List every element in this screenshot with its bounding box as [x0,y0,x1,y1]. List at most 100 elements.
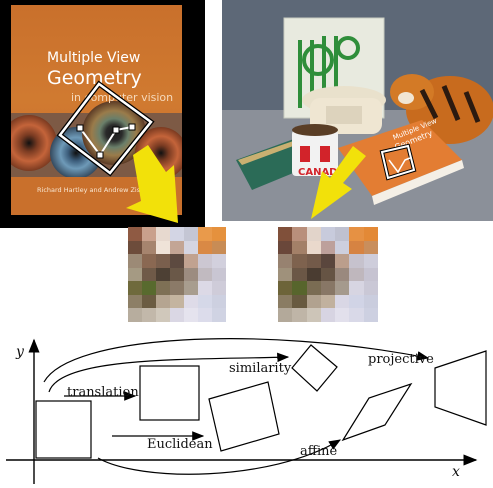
patch-pixel [363,240,378,255]
patch-pixel [306,281,321,295]
patch-pixel [198,254,212,268]
patch-pixel [128,308,142,322]
patch-pixel [363,281,378,295]
patch-pixel [128,240,142,255]
patch-pixel [128,294,142,309]
patch-pixel [156,240,170,255]
patch-pixel [320,240,336,255]
patch-pixel [198,308,212,322]
book-feature-marker [56,80,155,177]
patch-pixel [156,267,170,282]
similarity-square [291,344,338,392]
similarity-arrow [48,352,290,393]
patch-pixel [128,227,142,241]
patch-pixel [156,308,170,322]
patch-pixel [170,227,184,241]
objects-scene: CANAD Multiple View Geometry [222,0,493,221]
translation-square [139,365,200,421]
patch-pixel [198,240,212,255]
patch-pixel [363,267,378,282]
patch-pixel [142,227,156,241]
green-rack [298,36,360,108]
euclidean-square [208,381,280,452]
patch-pixel [156,294,170,309]
patch-pixel [142,240,156,255]
patch-pixel [349,227,364,241]
patch-pixel [170,294,184,309]
patch-pixel [292,227,307,241]
patch-pixel [212,254,226,268]
patch-pixel [278,240,293,255]
patch-pixel [212,240,226,255]
patch-pixel [156,281,170,295]
arrow-right-icon [311,146,366,219]
patch-pixel [278,254,293,268]
patch-pixel [306,227,321,241]
patch-pixel [278,267,293,282]
patch-pixel [349,254,364,268]
patch-pixel [320,308,336,322]
patch-pixel [184,227,198,241]
patch-pixel [184,254,198,268]
patch-pixel [320,254,336,268]
projective-label: projective [368,352,434,367]
patch-pixel [170,281,184,295]
patch-pixel [349,240,364,255]
patch-pixel [306,294,321,309]
patch-pixel [156,227,170,241]
patch-pixel [278,308,293,322]
patch-pixel [306,254,321,268]
book-cover-photo: Multiple View Geometry in computer visio… [0,0,205,228]
patch-pixel [184,308,198,322]
patch-pixel [142,281,156,295]
patch-pixel [212,267,226,282]
patch-pixel [156,254,170,268]
patch-pixel [142,254,156,268]
patch-pixel [320,267,336,282]
patch-pixel [320,281,336,295]
patch-pixel [335,308,350,322]
patch-pixel [292,267,307,282]
patch-pixel [184,281,198,295]
book-subtitle: in computer vision [71,91,174,104]
patch-pixel [170,308,184,322]
patch-pixel [335,227,350,241]
similarity-label: similarity [229,361,292,376]
patch-pixel [170,240,184,255]
patch-pixel [306,240,321,255]
translation-label: translation [67,385,139,400]
patch-pixel [198,294,212,309]
book-authors: Richard Hartley and Andrew Zisserman [37,186,165,194]
patch-pixel [142,267,156,282]
affine-label: affine [300,444,338,459]
patch-pixel [320,294,336,309]
book-title-line2: Geometry [47,67,142,89]
axis-y-label: y [16,344,24,360]
book-title: Multiple View Geometry [47,49,142,89]
patch-pixel [142,308,156,322]
patch-pixel [335,281,350,295]
patch-pixel [363,294,378,309]
patch-pixel [198,267,212,282]
patch-pixel [212,294,226,309]
objects-photo: CANAD Multiple View Geometry [222,0,493,221]
arrow-left-icon [126,145,178,223]
patch-pixel [212,308,226,322]
patch-pixel [198,281,212,295]
original-square [35,400,92,459]
patch-pixel [292,294,307,309]
patch-pixel [349,267,364,282]
euclidean-label: Euclidean [147,437,213,452]
patch-pixel [128,254,142,268]
patch-pixel [306,267,321,282]
patch-pixel [349,281,364,295]
patch-pixel [335,254,350,268]
patch-pixel [349,294,364,309]
patch-pixel [170,267,184,282]
patch-pixel [278,294,293,309]
affine-arrow [97,439,342,475]
patch-pixel [292,240,307,255]
patch-pixel [320,227,336,241]
patch-right [278,227,378,322]
